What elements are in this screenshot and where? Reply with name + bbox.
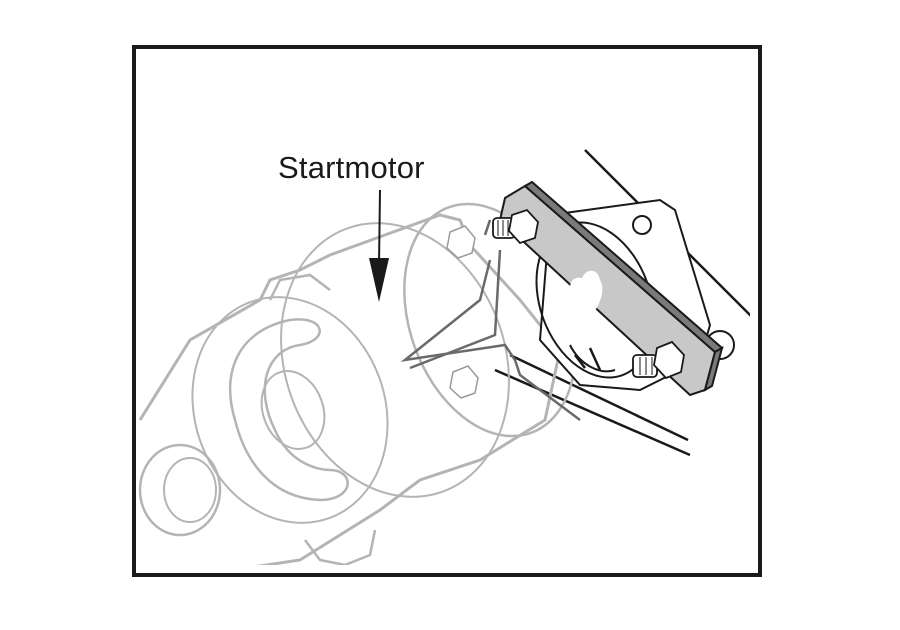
adapter-plate — [498, 180, 724, 397]
pointer-arrow — [369, 189, 389, 302]
bolt-bottom — [632, 340, 685, 380]
bolt-heads-gray — [446, 225, 479, 399]
bolt-top — [492, 208, 539, 245]
startmotor-label: Startmotor — [278, 150, 425, 185]
mounting-bracket — [400, 219, 581, 421]
